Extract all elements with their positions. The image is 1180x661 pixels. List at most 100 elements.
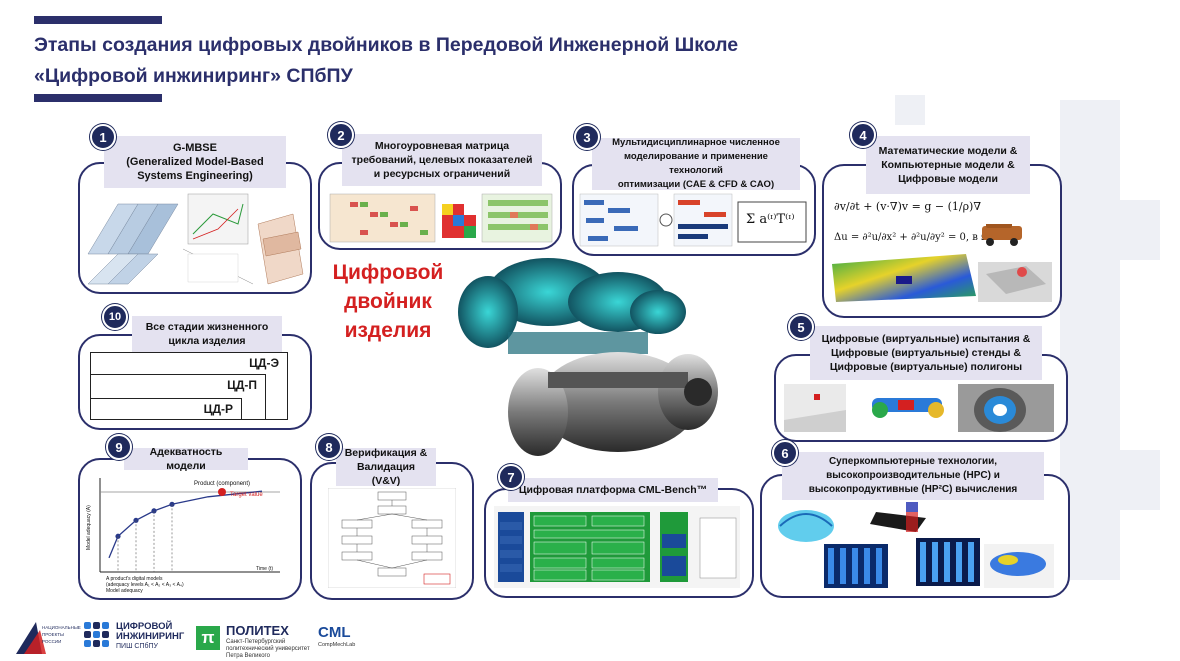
suv-model-image xyxy=(982,224,1022,246)
polytech-icon: π xyxy=(196,626,220,650)
stage-10-label-line-1: Все стадии жизненного xyxy=(145,321,269,333)
logo-2-line-1: ЦИФРОВОЙ xyxy=(116,621,173,632)
page-title: Этапы создания цифровых двойников в Пере… xyxy=(34,30,934,92)
cml-small-logo xyxy=(1026,236,1050,246)
cml-subtitle: CompMechLab xyxy=(318,642,356,648)
stage-5-number: 5 xyxy=(788,314,814,340)
laplace-equation: Δu = ∂²u/∂x² + ∂²u/∂y² = 0, в Ω xyxy=(834,232,990,243)
optimization-sum-formula: Σ a⁽ᶦ⁾T⁽ᶦ⁾ xyxy=(746,212,795,227)
adequacy-curve xyxy=(108,490,263,559)
logo-1-line-2: ПРОЕКТЫ xyxy=(42,632,64,637)
stage-3-label-line-2: моделирование и применение технологий xyxy=(624,151,768,176)
stage-7-label-text: Цифровая платформа CML-Bench™ xyxy=(518,484,708,496)
logo-1-line-1: НАЦИОНАЛЬНЫЕ xyxy=(42,625,81,630)
target-value-point xyxy=(218,488,226,496)
stage-2-label-line-2: требований, целевых показателей xyxy=(351,154,533,166)
stage-2-label-line-3: и ресурсных ограничений xyxy=(373,168,511,180)
adequacy-point xyxy=(151,508,157,514)
bottom-accent-bar xyxy=(34,94,162,102)
stage-5-label-line-1: Цифровые (виртуальные) испытания & xyxy=(821,333,1031,345)
digital-engineering-icon xyxy=(84,622,109,647)
chart-top-label: Product (component) xyxy=(194,481,250,487)
digital-twin-line-2: двойник xyxy=(344,290,432,313)
stage-6-label: Суперкомпьютерные технологии, высокопрои… xyxy=(782,452,1044,500)
stage-8-label-line-2: Валидация (V&V) xyxy=(356,461,416,487)
chart-target-label: Target value xyxy=(230,492,263,498)
simulation-images xyxy=(832,224,1052,302)
logo-1-line-3: РОССИИ xyxy=(42,639,62,644)
lifecycle-cd-r: ЦД-Р xyxy=(90,398,242,420)
stage-6-label-line-3: высокопродуктивные (HP²C) вычисления xyxy=(808,484,1018,495)
gear-tooth-right xyxy=(1120,200,1160,260)
chart-legend-3: Model adequacy xyxy=(106,588,143,594)
vv-flowchart-image xyxy=(328,488,456,588)
stage-4-number: 4 xyxy=(850,122,876,148)
hpc-images xyxy=(778,502,1054,588)
stage-3-label-line-3: оптимизации (CAE & CFD & CAO) xyxy=(617,179,775,190)
stage-8-label: Верификация & Валидация (V&V) xyxy=(336,447,436,487)
model-adequacy-chart: Product (component) Target value Time (t… xyxy=(86,478,280,594)
cae-cfd-cao-image xyxy=(579,193,807,247)
stage-9-label-text: Адекватность модели xyxy=(149,446,223,472)
stage-3-number: 3 xyxy=(574,124,600,150)
title-line-2: «Цифровой инжиниринг» СПбПУ xyxy=(34,65,353,87)
requirements-matrix-image xyxy=(329,193,553,243)
stage-8-number: 8 xyxy=(316,434,342,460)
stage-7-label: Цифровая платформа CML-Bench™ xyxy=(508,478,718,502)
digital-twin-title: Цифровой двойник изделия xyxy=(318,258,458,345)
stage-5-label-line-3: Цифровые (виртуальные) полигоны xyxy=(829,361,1023,373)
stage-9-number: 9 xyxy=(106,434,132,460)
stage-8-label-line-1: Верификация & xyxy=(344,447,428,459)
gear-tooth-right-2 xyxy=(1120,450,1160,510)
stage-1-label: G-MBSE (Generalized Model-Based Systems … xyxy=(104,136,286,188)
stage-9-label: Адекватность модели xyxy=(124,446,248,472)
logo-2-line-2: ИНЖИНИРИНГ xyxy=(116,631,185,642)
chart-legend-1: A product's digital models xyxy=(106,576,163,582)
chart-y-label: Model adequacy (A) xyxy=(86,505,92,550)
stage-2-label-line-1: Многоуровневая матрица xyxy=(374,140,510,152)
digital-twin-line-1: Цифровой xyxy=(332,261,444,284)
stage-4-label-line-1: Математические модели & xyxy=(878,145,1018,157)
gear-tooth-top xyxy=(895,95,925,125)
stage-5-label-line-2: Цифровые (виртуальные) стенды & xyxy=(831,347,1021,359)
polytech-name: ПОЛИТЕХ xyxy=(226,623,289,638)
stage-6-label-line-2: высокопроизводительные (HPC) и xyxy=(826,470,1000,481)
national-projects-logo: НАЦИОНАЛЬНЫЕ ПРОЕКТЫ РОССИИ xyxy=(16,620,81,656)
stage-4-label-line-3: Цифровые модели xyxy=(898,173,998,185)
navier-stokes-equation: ∂v/∂t + (v·∇)v = g − (1/ρ)∇ xyxy=(834,200,982,213)
title-line-1: Этапы создания цифровых двойников в Пере… xyxy=(34,34,739,56)
stage-6-number: 6 xyxy=(772,440,798,466)
gmbse-diagram xyxy=(87,193,304,285)
stage-3-label: Мультидисциплинарное численное моделиров… xyxy=(592,137,800,190)
stage-1-label-line-3: Systems Engineering) xyxy=(137,170,253,182)
stage-4-label: Математические модели & Компьютерные мод… xyxy=(866,136,1030,194)
stage-10-label-line-2: цикла изделия xyxy=(168,335,246,347)
cml-logo: CML CompMechLab xyxy=(318,624,368,658)
chart-x-label: Time (t) xyxy=(256,566,273,572)
stage-3-label-line-1: Мультидисциплинарное численное xyxy=(612,137,780,148)
stage-1-label-line-1: G-MBSE xyxy=(172,142,217,154)
gear-decoration xyxy=(1060,100,1120,580)
digital-engineering-logo: ЦИФРОВОЙ ИНЖИНИРИНГ ПИШ СПбПУ xyxy=(84,622,194,658)
stage-6-label-line-1: Суперкомпьютерные технологии, xyxy=(828,456,998,467)
virtual-testing-images xyxy=(784,384,1054,432)
cml-name: CML xyxy=(318,624,351,641)
top-accent-bar xyxy=(34,16,162,24)
engine-digital-twin-image xyxy=(458,258,718,456)
chart-legend-2: (adequacy levels A₁ < A₂ < A₃ < A₄) xyxy=(106,582,184,588)
adequacy-point xyxy=(169,501,175,507)
stage-4-label-line-2: Компьютерные модели & xyxy=(881,159,1015,171)
stage-1-label-line-2: (Generalized Model-Based xyxy=(126,156,264,168)
stage-2-number: 2 xyxy=(328,122,354,148)
stage-9-panel xyxy=(78,458,302,600)
stage-1-number: 1 xyxy=(90,124,116,150)
digital-twin-line-3: изделия xyxy=(344,319,432,342)
logo-3-line-2: Санкт-Петербургский xyxy=(226,639,286,645)
logo-3-line-3: политехнический университет xyxy=(226,646,310,652)
stage-5-label: Цифровые (виртуальные) испытания & Цифро… xyxy=(810,326,1042,380)
logo-2-line-3: ПИШ СПбПУ xyxy=(116,643,158,650)
logo-3-line-4: Петра Великого xyxy=(226,653,270,659)
polytech-logo: π ПОЛИТЕХ Санкт-Петербургский политехнич… xyxy=(196,623,316,659)
national-projects-icon xyxy=(16,622,46,654)
stage-2-label: Многоуровневая матрица требований, целев… xyxy=(342,134,542,186)
